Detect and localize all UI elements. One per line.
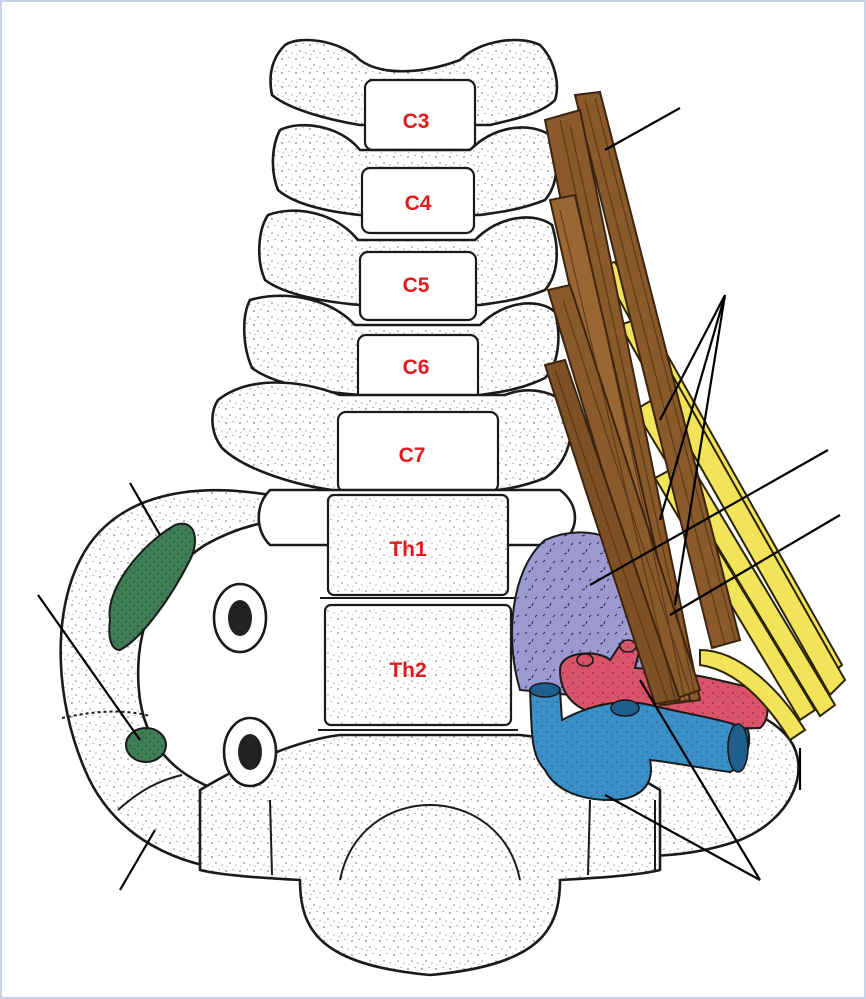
- rib-heads-left: [214, 584, 276, 786]
- label-c4: C4: [405, 192, 432, 215]
- label-c7: C7: [399, 444, 426, 467]
- label-c5: C5: [403, 274, 430, 297]
- label-th1: Th1: [389, 538, 427, 561]
- label-c3: C3: [403, 110, 430, 133]
- label-c6: C6: [403, 356, 430, 379]
- cervical-spine: [212, 40, 571, 492]
- green-nodule: [126, 728, 166, 762]
- label-th2: Th2: [389, 659, 426, 682]
